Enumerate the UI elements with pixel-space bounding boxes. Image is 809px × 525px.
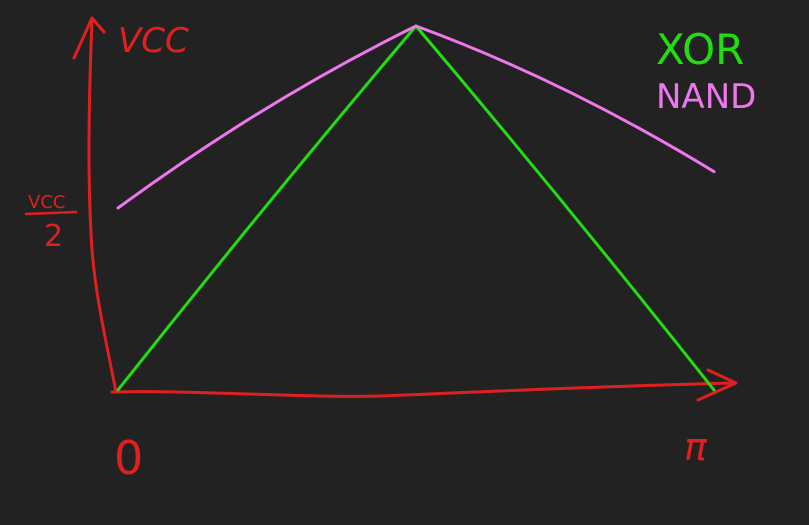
x-end-label: π xyxy=(684,425,708,469)
legend-nand: NAND xyxy=(656,77,756,117)
x-axis xyxy=(110,381,737,398)
y-axis xyxy=(87,18,118,394)
y-mid-label-numerator: VCC xyxy=(28,192,65,213)
legend-xor: XOR xyxy=(656,25,744,74)
y-axis-arrowhead xyxy=(72,16,106,60)
y-top-label: VCC xyxy=(118,21,189,61)
y-mid-label-denominator: 2 xyxy=(44,219,63,254)
series-line-nand xyxy=(116,24,716,210)
x-axis-arrowhead xyxy=(696,368,738,402)
origin-label: 0 xyxy=(114,431,143,485)
series-layer xyxy=(116,24,716,392)
y-mid-label-fraction-bar xyxy=(24,210,78,216)
series-line-xor xyxy=(116,24,716,392)
